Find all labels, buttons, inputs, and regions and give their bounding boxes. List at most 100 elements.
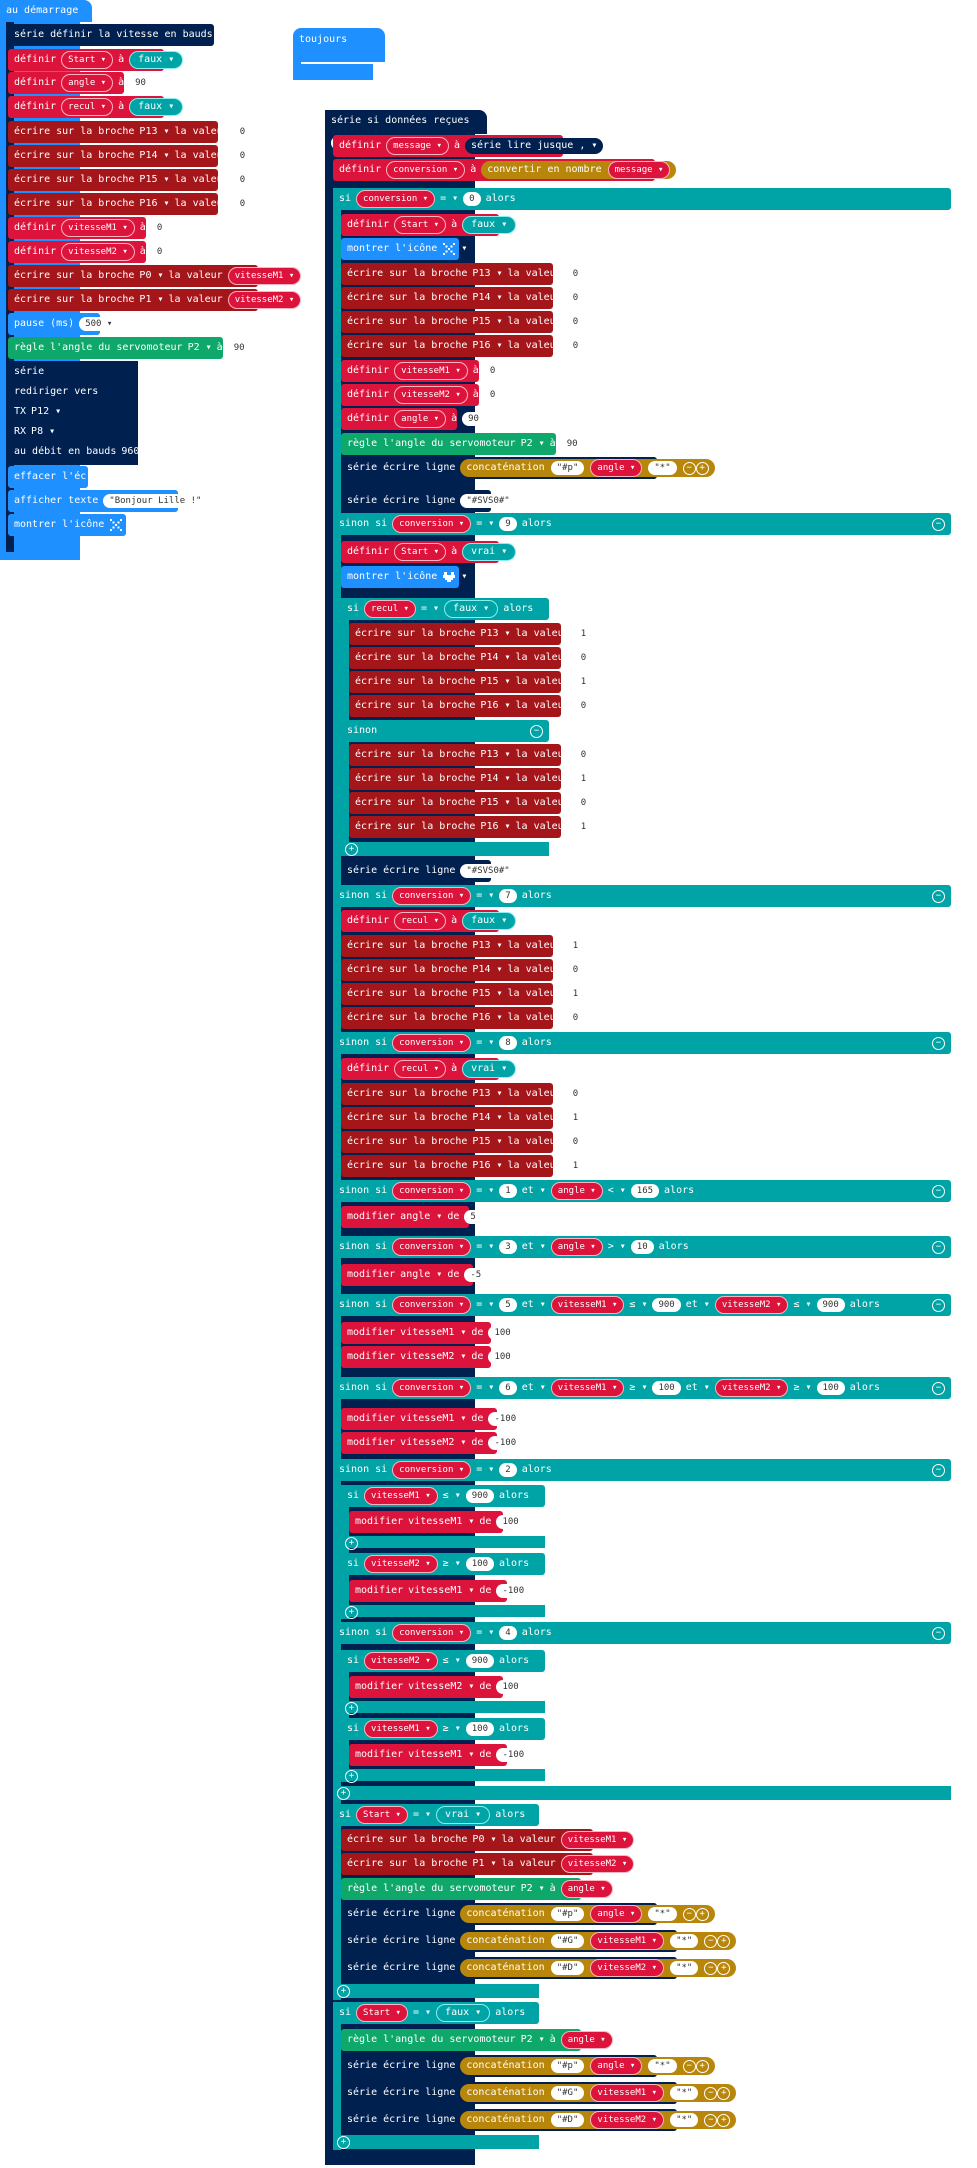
value-pill[interactable]: 7: [499, 889, 517, 903]
variable-dropdown[interactable]: angle: [550, 1182, 603, 1200]
dropdown[interactable]: vitesseM2: [408, 1676, 474, 1698]
add-icon[interactable]: +: [695, 2060, 709, 2073]
convert-block[interactable]: convertir en nombre message: [481, 161, 677, 179]
variable-dropdown[interactable]: vitesseM2: [590, 1959, 665, 1977]
dropdown[interactable]: vitesseM2: [400, 1346, 466, 1368]
boolean-dropdown[interactable]: faux: [129, 51, 184, 69]
value-pill[interactable]: 0: [150, 245, 169, 259]
collapse-icon[interactable]: −: [932, 1184, 945, 1198]
value-pill[interactable]: -100: [488, 1436, 523, 1450]
pin-dropdown[interactable]: P13: [480, 623, 510, 645]
add-icon[interactable]: +: [337, 2136, 350, 2149]
boolean-dropdown[interactable]: faux: [462, 912, 517, 930]
code-block[interactable]: définirreculàvrai: [341, 1058, 517, 1080]
pin-dropdown[interactable]: P15: [480, 792, 510, 814]
code-block[interactable]: rediriger vers: [8, 382, 138, 402]
boolean-dropdown[interactable]: faux: [436, 2004, 491, 2022]
code-block[interactable]: série écrire ligne"#SVS0#": [341, 860, 516, 882]
value-pill[interactable]: 90: [227, 341, 251, 355]
code-block[interactable]: définirvitesseM1à0: [341, 360, 502, 382]
variable-dropdown[interactable]: recul: [394, 912, 447, 930]
value-pill[interactable]: 0: [574, 796, 593, 810]
value-pill[interactable]: 1: [566, 939, 585, 953]
code-block[interactable]: modifiervitesseM1de100: [349, 1511, 525, 1533]
value-pill[interactable]: 900: [465, 1654, 494, 1668]
value-pill[interactable]: 900: [465, 1489, 494, 1503]
variable-dropdown[interactable]: angle: [590, 1905, 643, 1923]
pin-dropdown[interactable]: P0: [472, 1829, 496, 1851]
variable-dropdown[interactable]: vitesseM1: [364, 1720, 438, 1738]
value-pill[interactable]: 90: [129, 76, 152, 90]
value-pill[interactable]: 0: [566, 1135, 585, 1149]
variable-dropdown[interactable]: conversion: [392, 1461, 472, 1479]
value-pill[interactable]: 0: [566, 291, 585, 305]
value-pill[interactable]: 90: [462, 412, 485, 426]
value-pill[interactable]: "#p": [550, 461, 585, 475]
variable-dropdown[interactable]: angle: [550, 1238, 603, 1256]
value-pill[interactable]: 0: [574, 699, 593, 713]
variable-dropdown[interactable]: message: [386, 137, 449, 155]
add-icon[interactable]: +: [345, 1702, 358, 1715]
variable-dropdown[interactable]: conversion: [392, 1624, 472, 1642]
value-pill[interactable]: 1: [574, 675, 593, 689]
value-pill[interactable]: 0: [566, 267, 585, 281]
variable-dropdown[interactable]: vitesseM2: [364, 1555, 438, 1573]
variable-dropdown[interactable]: vitesseM1: [590, 2084, 665, 2102]
collapse-icon[interactable]: −: [682, 2060, 696, 2073]
dropdown[interactable]: angle: [400, 1264, 442, 1286]
pin-dropdown[interactable]: P16: [480, 816, 510, 838]
variable-dropdown[interactable]: vitesseM2: [364, 1652, 438, 1670]
code-block[interactable]: modifiervitesseM1de-100: [349, 1580, 531, 1602]
code-block[interactable]: montrer l'icône: [8, 514, 126, 536]
value-pill[interactable]: 9: [499, 517, 517, 531]
pin-dropdown[interactable]: P1: [472, 1853, 496, 1875]
variable-dropdown[interactable]: vitesseM2: [227, 291, 302, 309]
add-icon[interactable]: +: [337, 1787, 350, 1800]
value-pill[interactable]: 1: [574, 627, 593, 641]
serial-read-block[interactable]: série lire jusque , ▾: [464, 138, 604, 154]
variable-dropdown[interactable]: conversion: [392, 1238, 472, 1256]
collapse-icon[interactable]: −: [932, 1298, 945, 1312]
add-icon[interactable]: +: [337, 1985, 350, 1998]
code-block[interactable]: modifieranglede5: [341, 1206, 482, 1228]
variable-dropdown[interactable]: vitesseM1: [590, 1932, 665, 1950]
value-pill[interactable]: "*": [670, 2113, 699, 2127]
variable-dropdown[interactable]: conversion: [386, 161, 466, 179]
value-pill[interactable]: 500: [79, 317, 119, 331]
value-pill[interactable]: 0: [574, 748, 593, 762]
add-icon[interactable]: +: [695, 1908, 709, 1921]
value-pill[interactable]: 100: [652, 1381, 681, 1395]
collapse-icon[interactable]: −: [932, 889, 945, 903]
pin-dropdown[interactable]: P15: [472, 1131, 502, 1153]
boolean-dropdown[interactable]: faux: [462, 216, 517, 234]
dropdown[interactable]: vitesseM1: [408, 1580, 474, 1602]
pin-dropdown[interactable]: P14: [472, 1107, 502, 1129]
collapse-icon[interactable]: −: [682, 462, 696, 475]
value-pill[interactable]: 100: [488, 1326, 517, 1340]
value-pill[interactable]: 90: [560, 437, 584, 451]
code-block[interactable]: série: [8, 362, 138, 382]
collapse-icon[interactable]: −: [932, 1463, 945, 1477]
code-block[interactable]: règle l'angle du servomoteurP2àangle: [341, 1878, 613, 1900]
variable-dropdown[interactable]: Start: [356, 2004, 408, 2022]
value-pill[interactable]: 1: [574, 772, 593, 786]
pin-dropdown[interactable]: P15: [480, 671, 510, 693]
code-block[interactable]: règle l'angle du servomoteurP2à90°: [341, 433, 595, 455]
pin-dropdown[interactable]: P0: [139, 265, 163, 287]
dropdown[interactable]: vitesseM1: [408, 1511, 474, 1533]
